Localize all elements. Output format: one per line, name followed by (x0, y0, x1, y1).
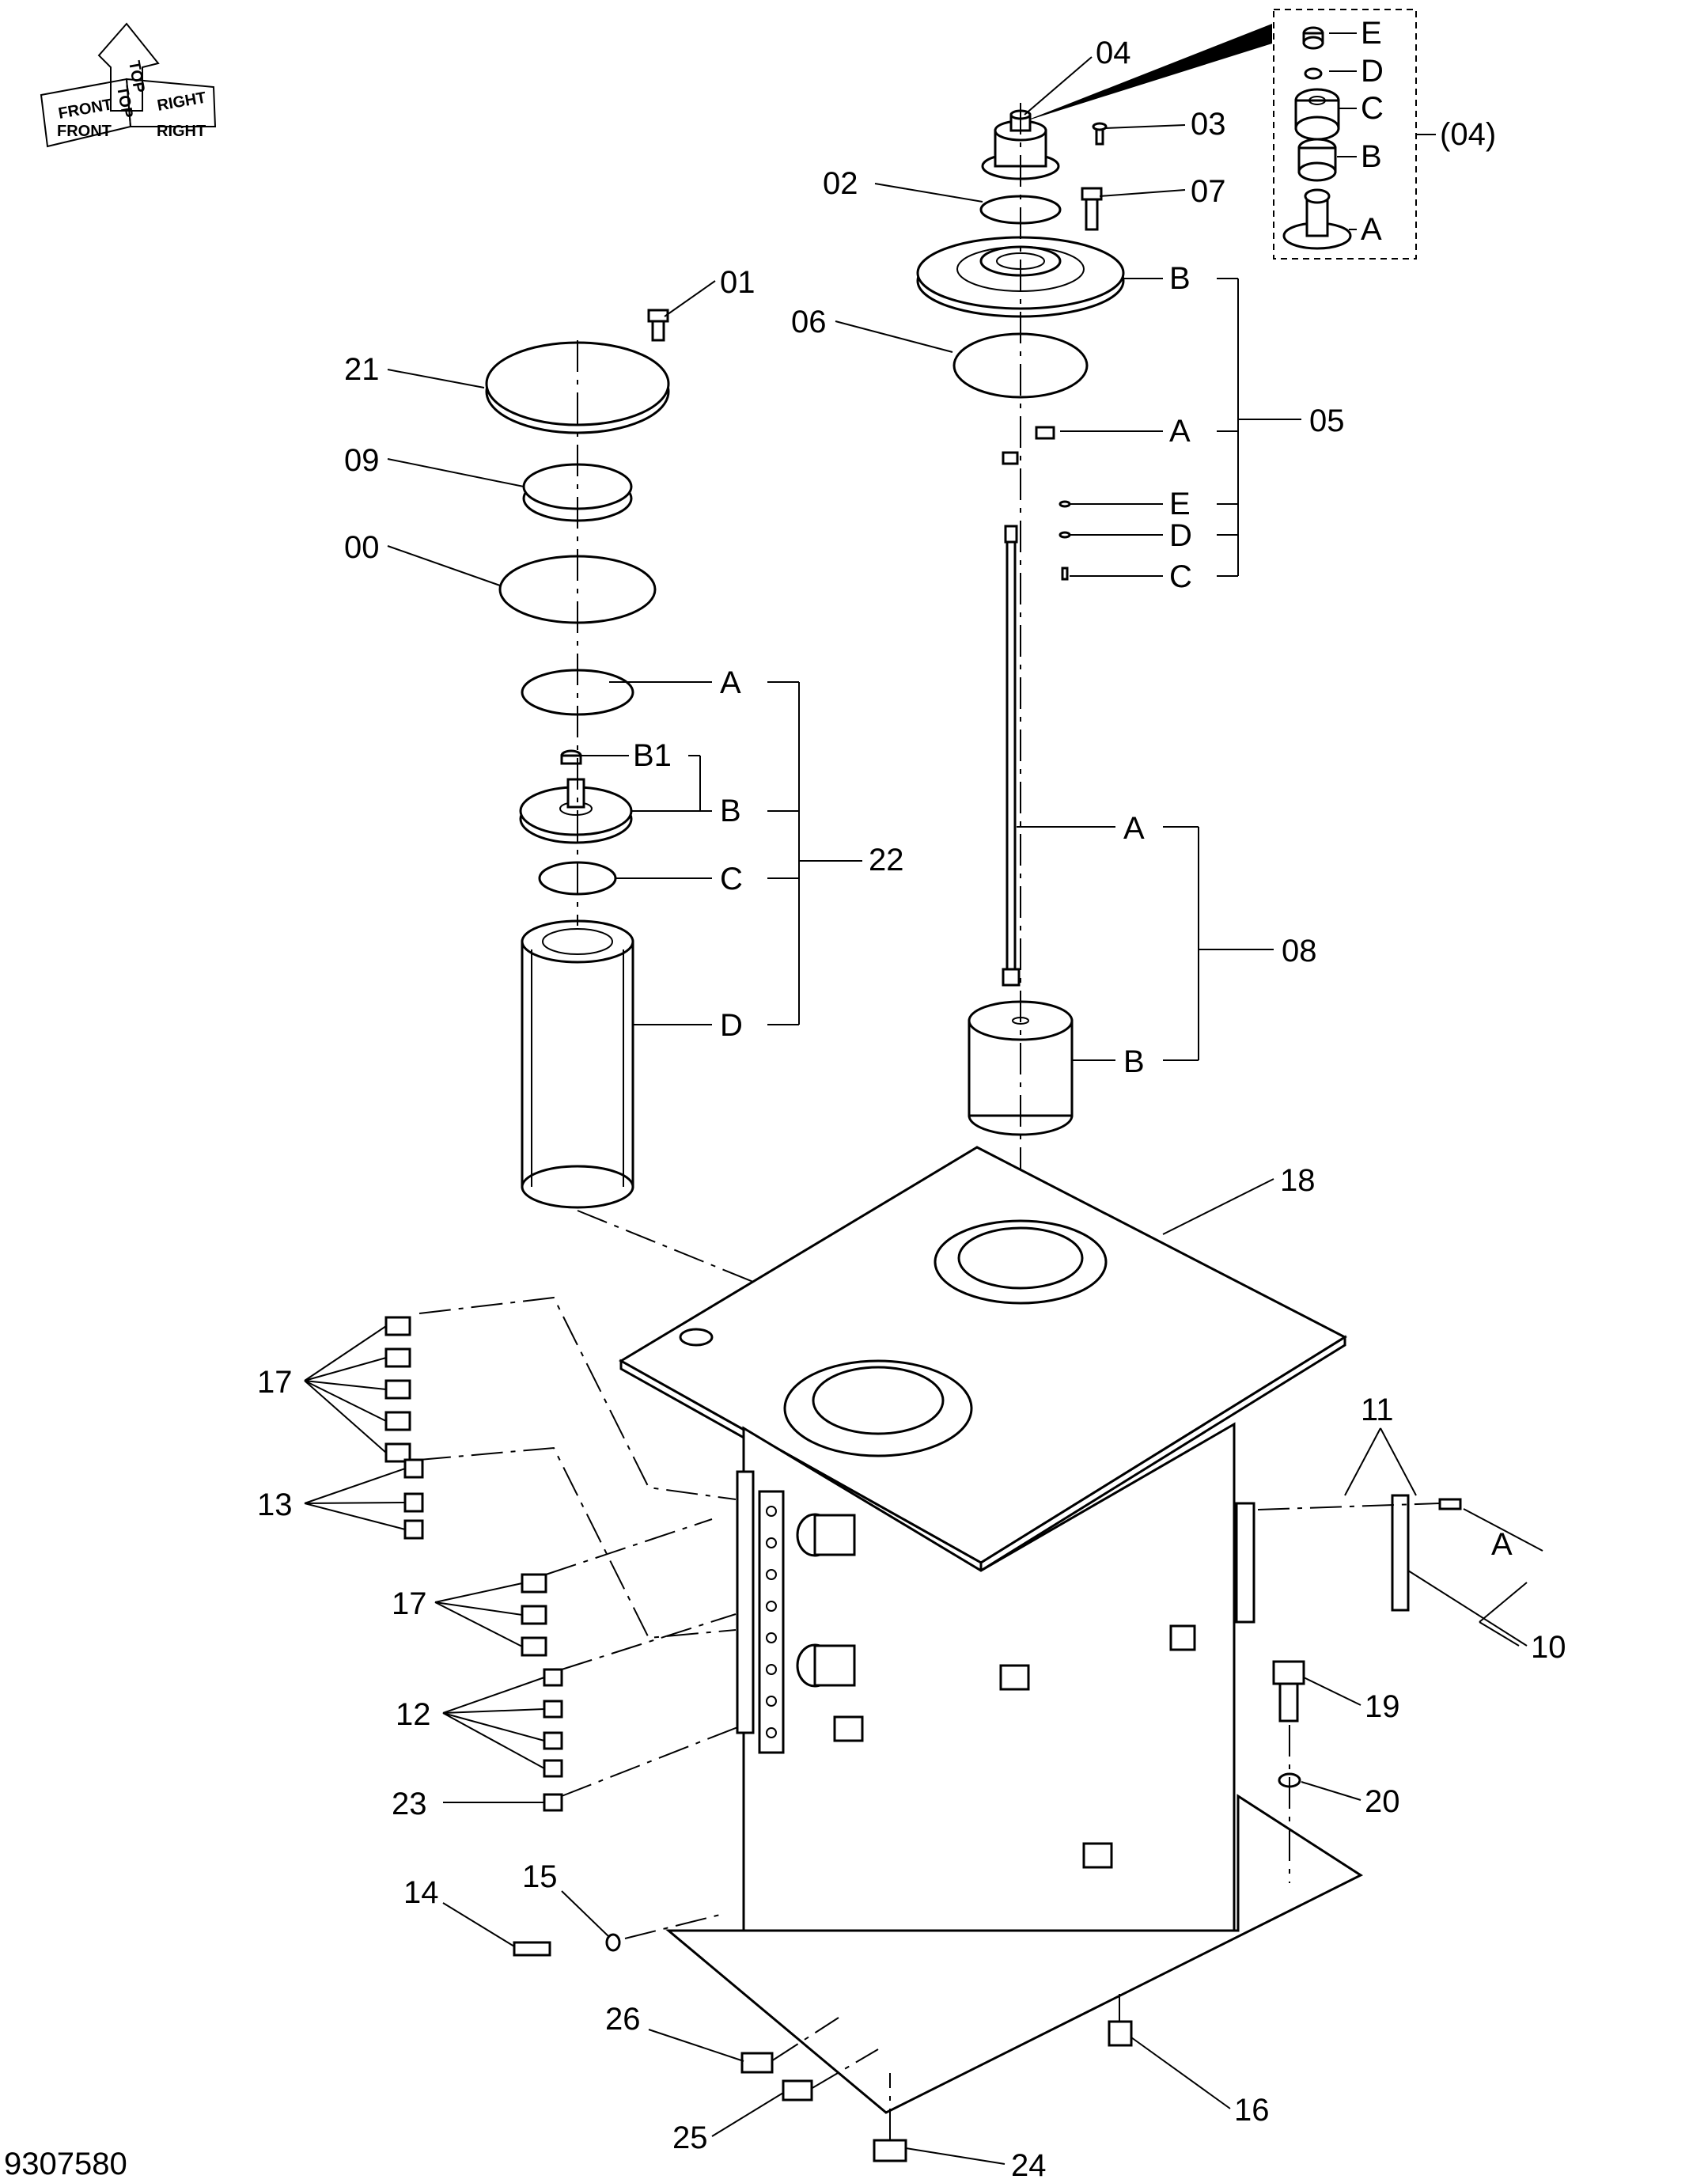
label-19: 19 (1365, 1689, 1400, 1724)
detail-label-c: C (1361, 91, 1384, 126)
label-05-a: A (1169, 414, 1191, 449)
label-10-a: A (1491, 1527, 1513, 1562)
label-05: 05 (1309, 404, 1345, 438)
label-26: 26 (605, 2002, 641, 2037)
leader-lines (304, 56, 1543, 2165)
detail-label-d: D (1361, 54, 1384, 89)
label-08-b: B (1123, 1044, 1145, 1079)
label-22-a: A (720, 665, 741, 700)
label-22-d: D (720, 1008, 743, 1043)
label-04: 04 (1096, 36, 1131, 70)
detail-label-e: E (1361, 16, 1382, 51)
drawing-number: 9307580 (4, 2147, 127, 2181)
orient-right-1: RIGHT (156, 89, 207, 114)
label-03: 03 (1191, 107, 1226, 142)
detail-e-cap (1302, 26, 1324, 50)
orient-right-2: RIGHT (157, 123, 206, 140)
label-10: 10 (1531, 1630, 1566, 1665)
label-11: 11 (1361, 1393, 1394, 1427)
detail-c-collar (1294, 88, 1340, 141)
label-17-lower: 17 (392, 1586, 427, 1621)
label-07: 07 (1191, 174, 1226, 209)
detail-label-a: A (1361, 212, 1382, 247)
label-05-b: B (1169, 261, 1191, 296)
label-25: 25 (672, 2120, 708, 2155)
label-15: 15 (522, 1859, 558, 1894)
label-05-c: C (1169, 559, 1192, 594)
label-22-b: B (720, 794, 741, 828)
label-17-upper: 17 (257, 1365, 293, 1400)
label-14: 14 (403, 1875, 439, 1910)
label-23: 23 (392, 1787, 427, 1821)
orient-front-2: FRONT (57, 123, 112, 140)
detail-ref-label: (04) (1440, 117, 1496, 152)
label-20: 20 (1365, 1784, 1400, 1819)
detail-d-washer (1304, 67, 1323, 80)
filter-assembly (485, 309, 871, 1393)
label-18: 18 (1280, 1163, 1316, 1198)
label-24: 24 (1011, 2148, 1047, 2183)
label-21: 21 (344, 352, 380, 387)
label-08: 08 (1282, 934, 1317, 968)
detail-b-bearing (1297, 138, 1337, 182)
label-01: 01 (720, 265, 756, 300)
detail-box-04: E D C B A (04) (1021, 9, 1496, 260)
part-labels: 04 03 02 07 01 21 06 09 00 05 22 08 18 1… (4, 36, 1566, 2183)
label-06: 06 (791, 305, 827, 339)
hydraulic-tank (619, 1146, 1462, 2114)
label-22: 22 (869, 843, 904, 877)
detail-label-b: B (1361, 139, 1382, 174)
detail-a-base (1282, 188, 1352, 250)
orient-front-1: FRONT (57, 96, 114, 123)
label-22-c: C (720, 862, 743, 896)
label-00: 00 (344, 530, 380, 565)
orientation-icon: FRONT TOP RIGHT FRONT TOP RIGHT (40, 22, 217, 148)
label-05-d: D (1169, 518, 1192, 553)
label-02: 02 (823, 166, 858, 201)
label-13: 13 (257, 1488, 293, 1522)
label-05-e: E (1169, 487, 1191, 521)
label-09: 09 (344, 443, 380, 478)
label-16: 16 (1234, 2093, 1270, 2128)
label-22-b1: B1 (633, 738, 672, 773)
label-12: 12 (396, 1697, 431, 1732)
breather-assembly (916, 103, 1125, 1313)
label-08-a: A (1123, 811, 1145, 846)
